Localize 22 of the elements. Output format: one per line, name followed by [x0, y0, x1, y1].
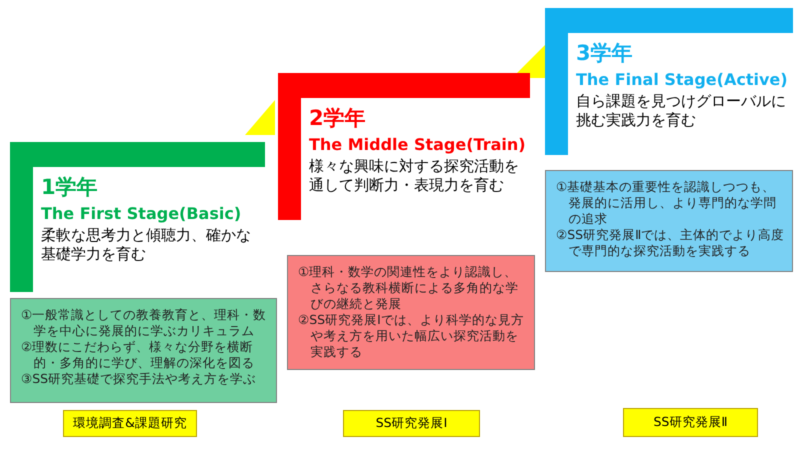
- stage-title: The Final Stage(Active): [576, 71, 789, 89]
- list-item: ①基礎基本の重要性を認識しつつも、発展的に活用し、より専門的な学問の追求: [556, 179, 778, 227]
- list-item: ③SS研究基礎で探究手法や考え方を学ぶ: [21, 371, 258, 387]
- year-heading: 1学年: [41, 175, 99, 199]
- info-panel: [10, 298, 277, 403]
- list-item: ②理数にこだわらず、様々な分野を横断的・多角的に学び、理解の深化を図る: [21, 339, 256, 371]
- year-heading: 3学年: [576, 41, 634, 65]
- goal-text: 様々な興味に対する探究活動を通して判断力・表現力を育む: [309, 157, 520, 195]
- list-item: ①理科・数学の関連性をより認識し、さらなる教科横断による多角的な学びの継続と発展: [298, 264, 520, 312]
- year-heading: 2学年: [309, 106, 367, 130]
- info-panel: [545, 170, 793, 272]
- list-item: ②SS研究発展Ⅱでは、主体的でより高度で専門的な探究活動を実践する: [556, 227, 786, 259]
- stage-title: The First Stage(Basic): [41, 205, 242, 223]
- info-panel: [287, 255, 535, 370]
- stage-title: The Middle Stage(Train): [309, 136, 527, 154]
- list-item: ②SS研究発展Ⅰでは、より科学的な見方や考え方を用いた幅広い探究活動を実践する: [298, 312, 525, 360]
- course-label: SS研究発展Ⅰ: [343, 410, 480, 437]
- goal-text: 柔軟な思考力と傾聴力、確かな基礎学力を育む: [41, 226, 252, 264]
- course-label: 環境調査&課題研究: [63, 410, 197, 437]
- goal-text: 自ら課題を見つけグローバルに挑む実践力を育む: [576, 92, 787, 130]
- course-label: SS研究発展Ⅱ: [623, 408, 758, 437]
- list-item: ①一般常識としての教養教育と、理科・数学を中心に発展的に学ぶカリキュラム: [21, 307, 268, 339]
